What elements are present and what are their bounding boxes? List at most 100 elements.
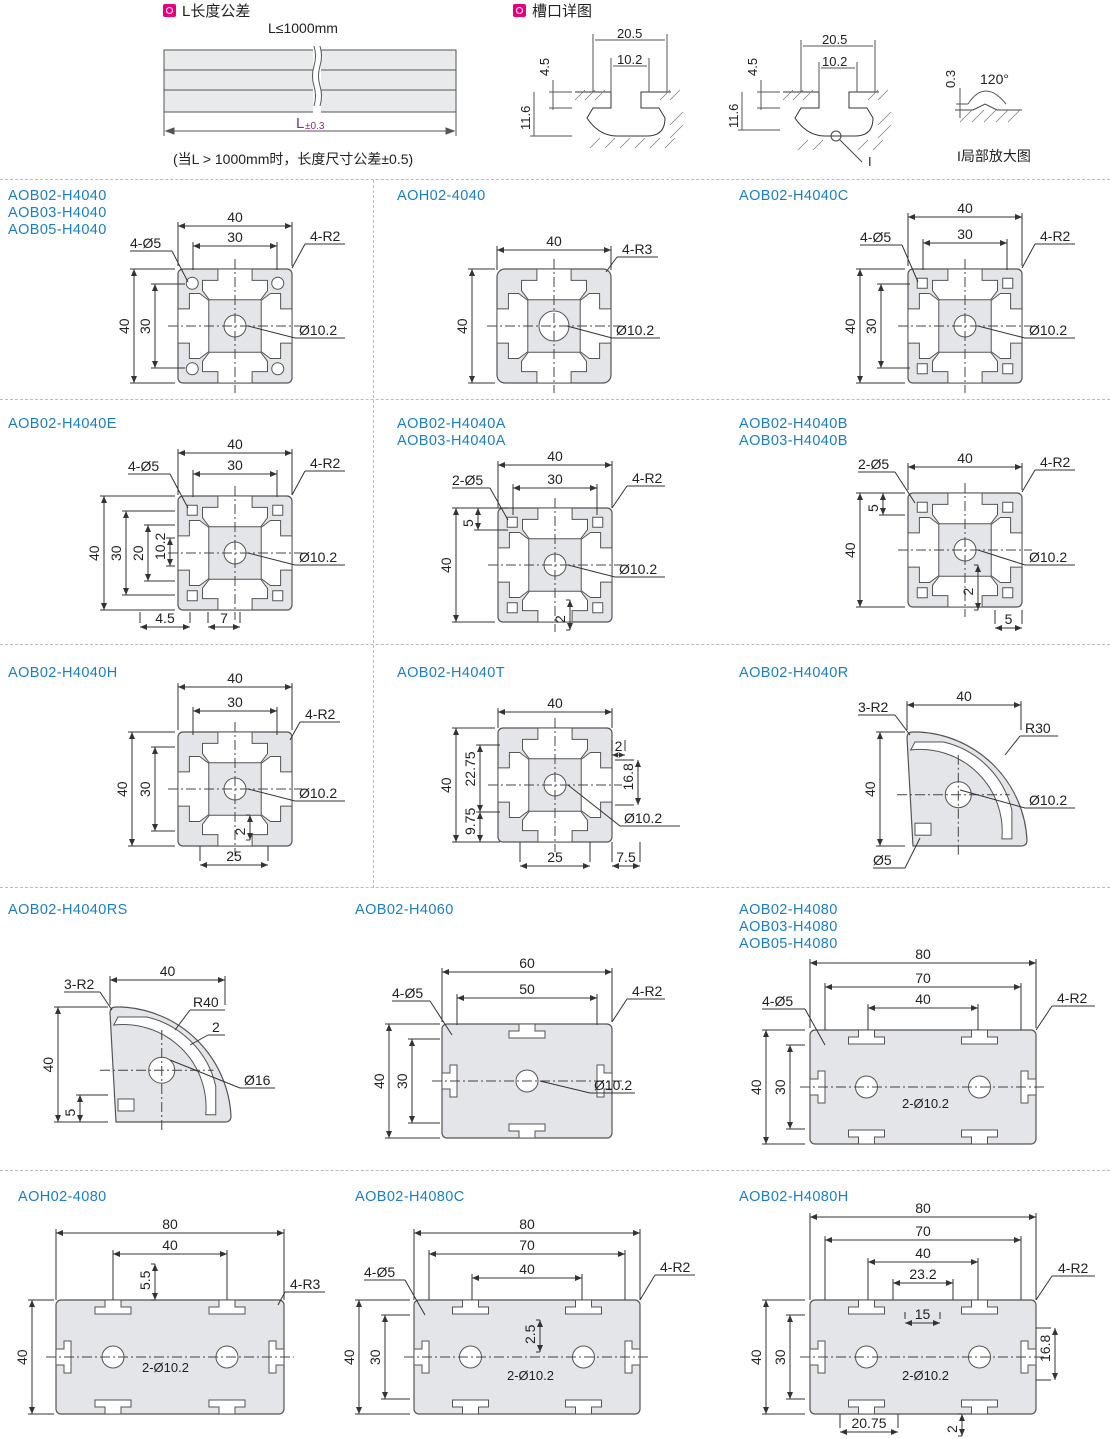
dimension-label: R40 xyxy=(193,994,219,1010)
slot-detail-drawing xyxy=(530,34,684,149)
profile-label: AOH02-4040 xyxy=(397,188,486,204)
profile-label-block: AOB02-H4040 AOB03-H4040 AOB05-H4040 xyxy=(8,188,107,239)
dimension-label: 40 xyxy=(438,777,454,793)
dimension-label: Ø10.2 xyxy=(1029,549,1067,565)
dimension-label: 4-Ø5 xyxy=(364,1264,395,1280)
profile-label: AOB02-H4040RS xyxy=(8,902,128,918)
profile-label: AOB05-H4040 xyxy=(8,222,107,238)
dimension-label: 2-Ø10.2 xyxy=(902,1368,949,1383)
dimension-label: 40 xyxy=(842,318,858,334)
profile-label: AOB03-H4040A xyxy=(397,433,506,449)
tolerance-bar-drawing xyxy=(163,44,457,136)
dimension-label: 4-R2 xyxy=(1040,454,1071,470)
dimension-label: 4-R2 xyxy=(305,706,336,722)
dimension-label: 30 xyxy=(772,1079,788,1095)
dimension-label: 3-R2 xyxy=(64,976,95,992)
dimension-label: 30 xyxy=(367,1349,383,1365)
dimension-label: 40 xyxy=(748,1349,764,1365)
dimension-label: 25 xyxy=(547,849,563,865)
dimension-label: 40 xyxy=(454,318,470,334)
dimension-label: Ø5 xyxy=(873,852,892,868)
dimension-label: 4-Ø5 xyxy=(860,229,891,245)
dimension-label: 40 xyxy=(438,557,454,573)
dimension-label: 7.5 xyxy=(616,849,636,865)
dimension-label: 40 xyxy=(862,781,878,797)
profile-label-block: AOB02-H4080H xyxy=(739,1189,849,1206)
dimension-label: 30 xyxy=(547,471,563,487)
dimension-label: 40 xyxy=(547,695,563,711)
dimension-label: Ø10.2 xyxy=(594,1077,632,1093)
profile-label-block: AOB02-H4040T xyxy=(397,665,505,682)
profile-label-block: AOB02-H4060 xyxy=(355,902,454,919)
dimension-label: Ø16 xyxy=(244,1072,271,1088)
slot-11-6: 11.6 xyxy=(518,106,533,130)
tolerance-pm-text: ±0.3 xyxy=(305,121,325,132)
dimension-label: 40 xyxy=(957,450,973,466)
dimension-label: 5 xyxy=(62,1109,78,1117)
profile-label: AOB02-H4060 xyxy=(355,902,454,918)
profile-label: AOB02-H4080 xyxy=(739,902,838,918)
tolerance-header-text: L长度公差 xyxy=(182,3,251,20)
dimension-label: 30 xyxy=(227,229,243,245)
profile-label: AOB02-H4080H xyxy=(739,1189,849,1205)
dimension-label: 7 xyxy=(220,610,228,626)
dimension-label: 23.2 xyxy=(909,1266,936,1282)
dimension-label: 4-Ø5 xyxy=(128,458,159,474)
dimension-label: 16.8 xyxy=(1037,1335,1053,1362)
dimension-label: 30 xyxy=(957,226,973,242)
profile-label-block: AOB02-H4080C xyxy=(355,1189,465,1206)
slot-4-5-b: 4.5 xyxy=(745,58,760,76)
dimension-label: Ø10.2 xyxy=(299,549,337,565)
dimension-label: 4-Ø5 xyxy=(762,993,793,1009)
dimension-label: 2 xyxy=(615,738,623,754)
dimension-label: 4-Ø5 xyxy=(130,235,161,251)
tolerance-le-text: L≤1000mm xyxy=(268,20,338,36)
dimension-label: 5 xyxy=(1005,611,1013,627)
dimension-label: 30 xyxy=(227,457,243,473)
profile-label: AOB02-H4040T xyxy=(397,665,505,681)
dimension-label: 20 xyxy=(130,545,146,561)
dimension-label: 50 xyxy=(519,981,535,997)
dimension-label: 80 xyxy=(915,1200,931,1216)
dimension-label: 60 xyxy=(519,955,535,971)
dimension-label: Ø10.2 xyxy=(299,322,337,338)
profile-label: AOB02-H4040B xyxy=(739,416,848,432)
dimension-label: 40 xyxy=(519,1261,535,1277)
dimension-label: R30 xyxy=(1025,720,1051,736)
dimension-label: Ø10.2 xyxy=(1029,322,1067,338)
profile-label-block: AOB02-H4040B AOB03-H4040B xyxy=(739,416,848,450)
profile-label-block: AOB02-H4040E xyxy=(8,416,117,433)
profile-label-block: AOB02-H4080 AOB03-H4080 AOB05-H4080 xyxy=(739,902,838,953)
profile-label: AOB05-H4080 xyxy=(739,936,838,952)
dimension-label: 40 xyxy=(956,688,972,704)
dimension-label: 2 xyxy=(212,1019,220,1035)
profile-label-block: AOH02-4040 xyxy=(397,188,486,205)
dimension-label: 70 xyxy=(519,1237,535,1253)
dimension-label: 5 xyxy=(460,519,476,527)
dimension-label: 40 xyxy=(160,963,176,979)
dimension-label: 30 xyxy=(227,694,243,710)
row-divider xyxy=(0,179,1110,180)
dimension-label: 2.5 xyxy=(522,1324,538,1344)
profile-label: AOH02-4080 xyxy=(18,1189,107,1205)
dimension-label: 2 xyxy=(960,588,976,596)
detail-0-3: 0.3 xyxy=(943,70,958,88)
profile-label: AOB02-H4040E xyxy=(8,416,117,432)
dimension-label: 40 xyxy=(114,781,130,797)
dimension-label: 40 xyxy=(341,1349,357,1365)
profile-label-block: AOB02-H4040C xyxy=(739,188,849,205)
dimension-label: 40 xyxy=(227,436,243,452)
dimension-label: 4-R2 xyxy=(1040,228,1071,244)
dimension-label: 22.75 xyxy=(462,751,478,786)
profile-label: AOB03-H4040B xyxy=(739,433,848,449)
dimension-label: 40 xyxy=(86,545,102,561)
profile-label: AOB02-H4040C xyxy=(739,188,849,204)
dimension-label: 40 xyxy=(748,1079,764,1095)
dimension-label: 10.2 xyxy=(152,533,168,560)
slot-11-6-b: 11.6 xyxy=(726,104,741,128)
